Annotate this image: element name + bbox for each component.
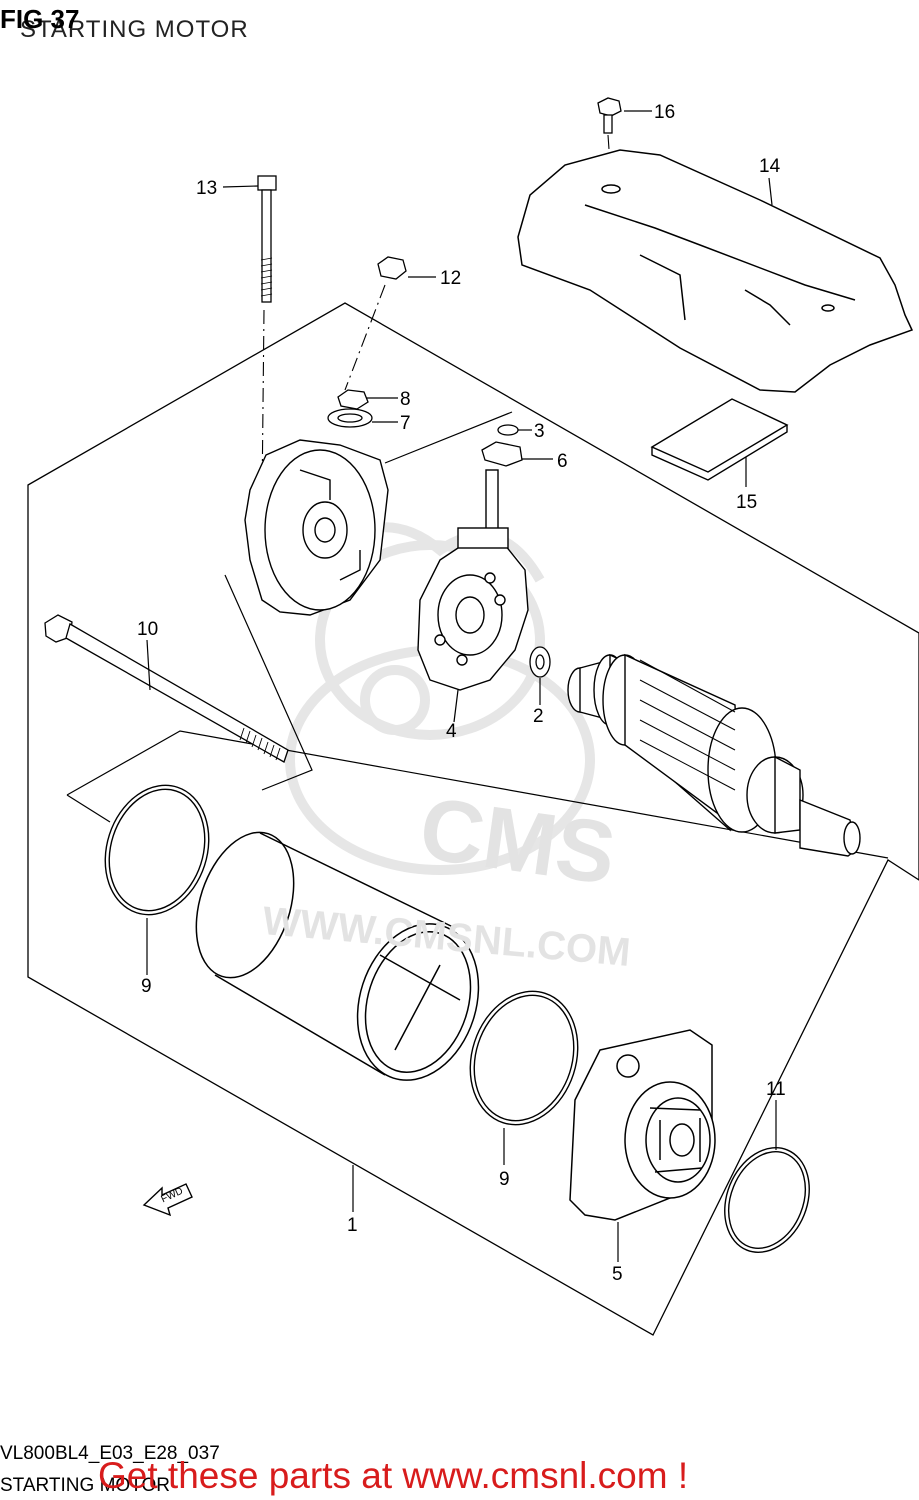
callout-6: 6 [557, 451, 568, 472]
armature [567, 653, 861, 857]
promo-link[interactable]: Get these parts at www.cmsnl.com ! [98, 1455, 689, 1496]
leader-lines [146, 110, 777, 1262]
callout-11: 11 [766, 1079, 786, 1100]
callout-4: 4 [446, 721, 457, 742]
part-11-oring [724, 1147, 810, 1253]
callout-16: 16 [654, 102, 676, 123]
part-15-pad [650, 398, 789, 473]
rear-end-cover [244, 439, 389, 616]
yoke-case [195, 830, 480, 1081]
callout-9-left: 9 [141, 976, 152, 997]
part-13-bolt [257, 175, 277, 303]
part-5-front-cover [569, 1029, 716, 1221]
callout-9-right: 9 [499, 1169, 510, 1190]
part-9-oring-right [469, 990, 579, 1126]
callout-14: 14 [759, 156, 781, 177]
part-10-through-bolt [44, 614, 289, 763]
figure-title: STARTING MOTOR [20, 16, 249, 43]
callout-1: 1 [347, 1215, 358, 1236]
model-code: VL800BL4_E03_E28_037 [0, 1443, 220, 1464]
part-7-washer [327, 408, 373, 428]
part-16-bolt [597, 97, 622, 134]
fwd-arrow-icon [142, 1183, 193, 1217]
inner-frame-line-2 [66, 794, 111, 823]
inner-frame-line [66, 730, 889, 859]
part-15-pad-edge [651, 425, 788, 481]
callout-5: 5 [612, 1264, 623, 1285]
part-3-oring [497, 424, 519, 436]
inner-bracket-line [224, 574, 313, 791]
figure-number: FIG 37 [0, 4, 80, 34]
callout-12: 12 [440, 268, 462, 289]
callout-10: 10 [137, 619, 159, 640]
part-12-nut [377, 256, 407, 280]
callout-8: 8 [400, 389, 411, 410]
part-6-terminal [481, 441, 523, 467]
inner-diagonal-line [384, 411, 513, 464]
callout-15: 15 [736, 492, 758, 513]
section-name: STARTING MOTOR [0, 1475, 170, 1496]
callout-13: 13 [196, 178, 218, 199]
assembly-outline [27, 302, 919, 1336]
part-14-cover [517, 149, 914, 393]
part-8-nut [337, 389, 369, 410]
callout-3: 3 [534, 421, 545, 442]
callout-7: 7 [400, 413, 411, 434]
callout-2: 2 [533, 706, 544, 727]
part-9-oring-left [104, 784, 210, 916]
part-2-washer [529, 646, 551, 678]
part-4-brush-holder [417, 469, 529, 691]
